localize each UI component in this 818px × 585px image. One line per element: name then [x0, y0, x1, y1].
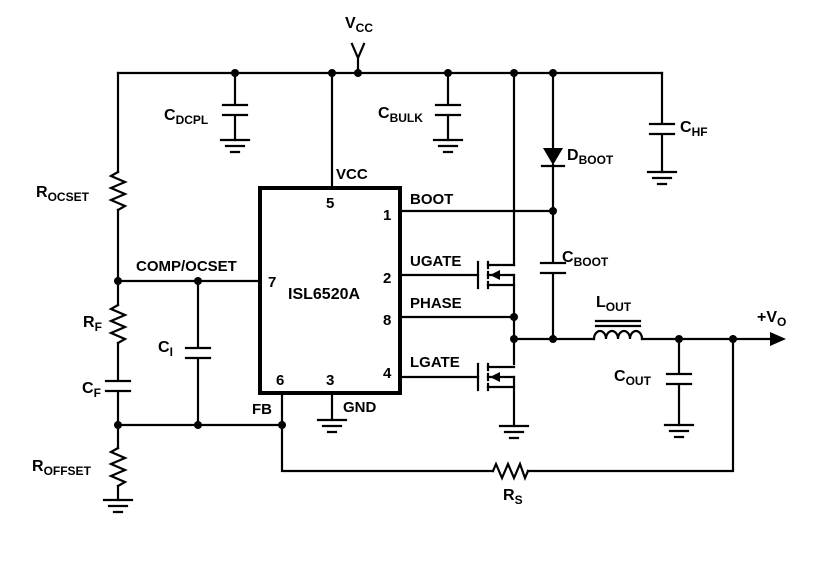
junction-dot — [231, 69, 239, 77]
pin-4-num: 4 — [383, 365, 392, 382]
junction-dot — [510, 69, 518, 77]
resistor-rocset — [108, 170, 128, 212]
capacitor-chf — [646, 71, 678, 186]
dboot-label: DBOOT — [567, 147, 614, 167]
junction-dot — [675, 335, 683, 343]
lower-fet-ground — [498, 424, 530, 440]
cdcpl-label: CDCPL — [164, 107, 208, 127]
resistor-rf — [108, 303, 128, 345]
junction-dot — [444, 69, 452, 77]
capacitor-cf — [104, 341, 132, 450]
gnd-chip-symbol — [316, 418, 348, 434]
rf-label: RF — [83, 314, 102, 334]
junction-dot — [114, 277, 122, 285]
pin-boot-name: BOOT — [410, 191, 453, 208]
pin-gnd-name: GND — [343, 399, 377, 416]
junction-dot — [278, 421, 286, 429]
ci-label: CI — [158, 339, 173, 359]
capacitor-cboot — [539, 209, 567, 341]
vcc-terminal — [350, 42, 366, 75]
roffset-label: ROFFSET — [32, 458, 92, 478]
capacitor-cdcpl — [219, 71, 251, 154]
junction-dot — [328, 69, 336, 77]
resistor-rs — [491, 460, 530, 482]
roffset-ground — [102, 498, 134, 514]
vo-label: +VO — [757, 309, 786, 329]
feedback-wire — [280, 337, 735, 473]
junction-dot — [729, 335, 737, 343]
chip-name: ISL6520A — [288, 286, 360, 303]
capacitor-cout — [663, 337, 695, 439]
junction-dot — [549, 335, 557, 343]
pin-1-num: 1 — [383, 207, 391, 224]
diode-dboot — [540, 148, 566, 168]
cboot-label: CBOOT — [562, 249, 609, 269]
cbulk-label: CBULK — [378, 105, 423, 125]
pin-fb-name: FB — [252, 401, 272, 418]
pin-phase-name: PHASE — [410, 295, 462, 312]
pin-ugate-name: UGATE — [410, 253, 461, 270]
pin-lgate-name: LGATE — [410, 354, 460, 371]
junction-dot — [114, 421, 122, 429]
junction-dot — [194, 277, 202, 285]
inductor-lout — [592, 319, 644, 341]
capacitor-cbulk — [432, 71, 464, 154]
upper-mosfet — [476, 260, 516, 290]
junction-dot — [354, 69, 362, 77]
rocset-label: ROCSET — [36, 184, 90, 204]
cout-label: COUT — [614, 368, 652, 388]
junction-dot — [510, 335, 518, 343]
pin-6-num: 6 — [276, 372, 284, 389]
junction-dots — [114, 69, 737, 429]
lout-label: LOUT — [596, 294, 632, 314]
pin-8-num: 8 — [383, 312, 391, 329]
lower-mosfet — [476, 362, 516, 392]
pin-2-num: 2 — [383, 270, 391, 287]
chip-isl6520a — [258, 186, 402, 395]
vcc-label: VCC — [345, 15, 373, 35]
pin-vcc-name: VCC — [336, 166, 368, 183]
junction-dot — [194, 421, 202, 429]
junction-dot — [549, 69, 557, 77]
output-arrow — [770, 332, 786, 346]
pin-3-num: 3 — [326, 372, 334, 389]
junction-dot — [549, 207, 557, 215]
pin-7-num: 7 — [268, 274, 276, 291]
cf-label: CF — [82, 380, 101, 400]
pin-5-num: 5 — [326, 195, 334, 212]
resistor-roffset — [108, 446, 128, 488]
junction-dot — [510, 313, 518, 321]
rs-label: RS — [503, 487, 523, 507]
capacitor-ci — [184, 279, 212, 427]
chf-label: CHF — [680, 119, 708, 139]
pin-comp-name: COMP/OCSET — [136, 258, 237, 275]
